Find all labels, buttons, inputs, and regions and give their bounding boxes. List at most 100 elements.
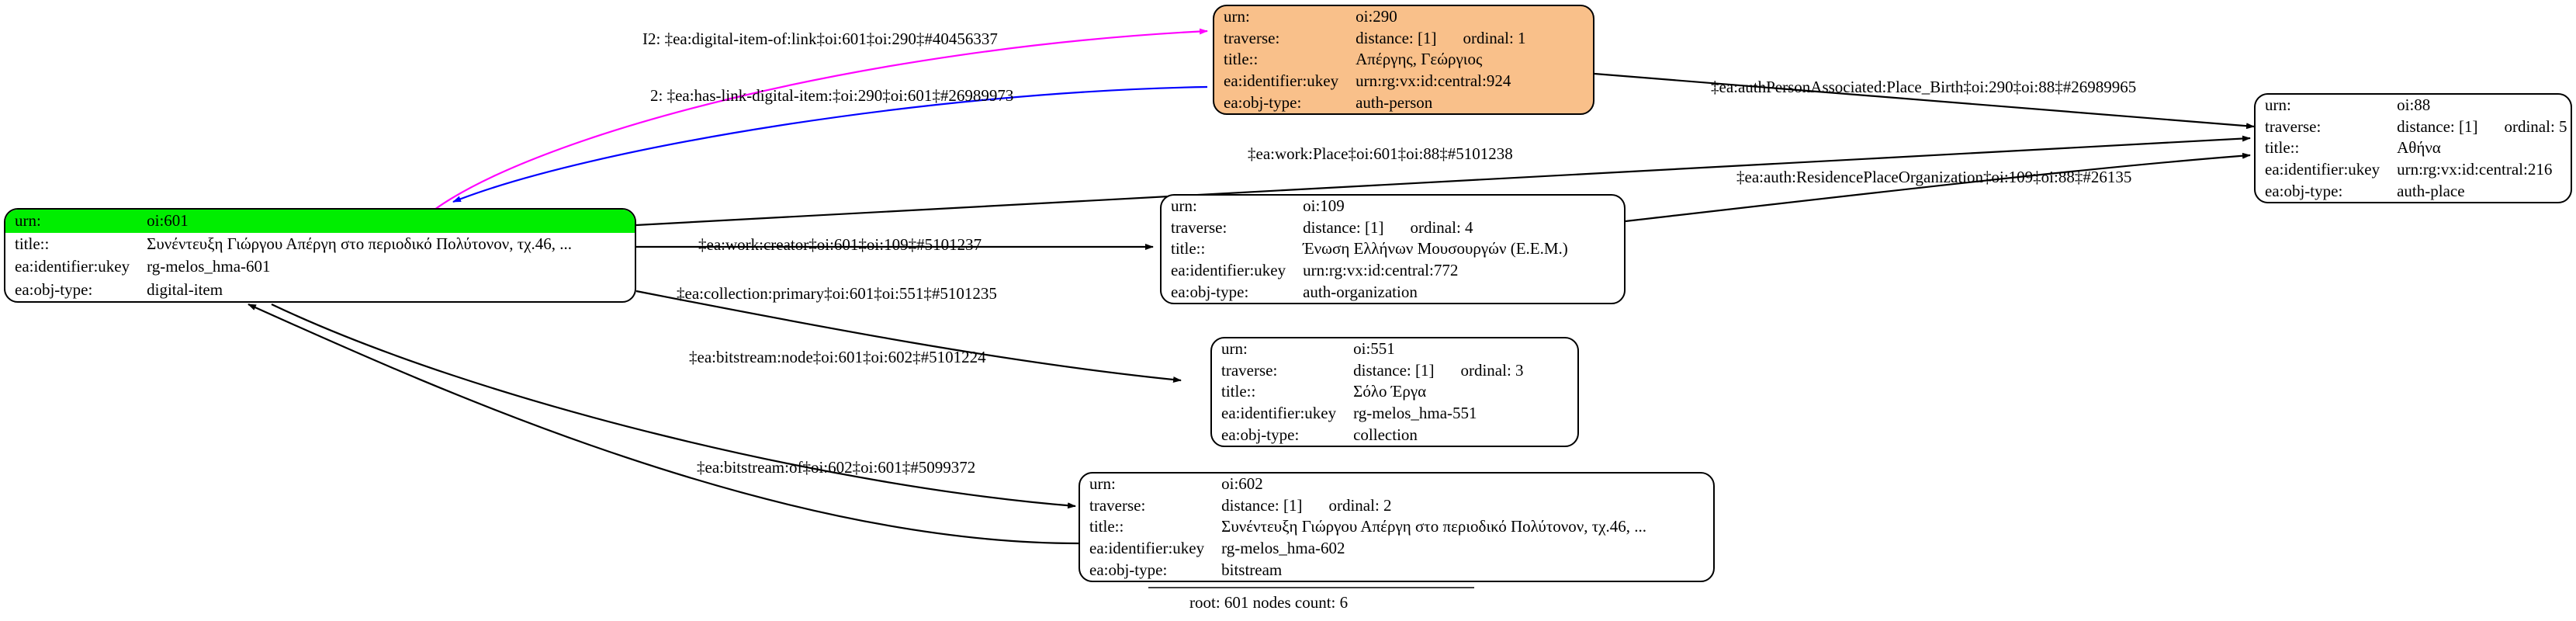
field-label-traverse: traverse: (1221, 360, 1278, 380)
field-value-urn: oi:290 (1356, 7, 1397, 26)
field-value-title: Σόλο Έργα (1353, 382, 1427, 401)
edge-label-auth-residence-place-org: ‡ea:auth:ResidencePlaceOrganization‡oi:1… (1736, 168, 2132, 186)
traverse-ordinal: ordinal: 4 (1410, 217, 1473, 237)
field-label-urn: urn: (1221, 339, 1248, 359)
edge-label-bitstream-node: ‡ea:bitstream:node‡oi:601‡oi:602‡#510122… (689, 348, 986, 366)
field-value-ukey: urn:rg:vx:id:central:772 (1303, 261, 1459, 280)
field-value-urn: oi:109 (1303, 196, 1345, 216)
node-oi109-row-title: title:: Ένωση Ελλήνων Μουσουργών (Ε.Ε.Μ.… (1162, 238, 1624, 260)
field-value-title: Συνέντευξη Γιώργου Απέργη στο περιοδικό … (147, 234, 573, 253)
edge-path-digital-item-of (434, 28, 1208, 210)
edge-label-work-place: ‡ea:work:Place‡oi:601‡oi:88‡#5101238 (1248, 144, 1513, 163)
field-label-ukey: ea:identifier:ukey (15, 257, 130, 276)
node-oi602-row-urn: urn: oi:602 (1080, 474, 1713, 495)
field-value-title: Απέργης, Γεώργιος (1356, 50, 1483, 69)
field-label-title: title:: (1089, 517, 1124, 536)
node-oi290-fields: urn: oi:290 traverse: distance: [1]ordin… (1214, 6, 1593, 113)
node-oi602-row-objtype: ea:obj-type: bitstream (1080, 559, 1713, 581)
field-value-traverse: distance: [1]ordinal: 3 (1353, 360, 1577, 382)
field-label-ukey: ea:identifier:ukey (2265, 160, 2380, 179)
field-label-urn: urn: (1224, 7, 1250, 26)
field-label-title: title:: (2265, 138, 2300, 158)
node-oi290-row-traverse: traverse: distance: [1]ordinal: 1 (1214, 28, 1593, 50)
field-label-objtype: ea:obj-type: (1221, 425, 1300, 444)
node-oi602[interactable]: urn: oi:602 traverse: distance: [1]ordin… (1079, 472, 1715, 582)
traverse-ordinal: ordinal: 1 (1463, 28, 1526, 47)
edge-label-bitstream-of: ‡ea:bitstream:of‡oi:602‡oi:601‡#5099372 (697, 458, 976, 477)
edge-path-bitstream-of (248, 303, 1079, 545)
node-oi551-row-title: title:: Σόλο Έργα (1212, 381, 1577, 403)
traverse-distance: distance: [1] (1303, 217, 1384, 237)
node-oi601-row-objtype: ea:obj-type: digital-item (5, 279, 635, 302)
field-value-urn: oi:602 (1221, 474, 1263, 494)
field-value-urn: oi:601 (147, 210, 635, 233)
node-oi88-row-urn: urn: oi:88 (2256, 95, 2571, 116)
node-oi88-fields: urn: oi:88 traverse: distance: [1]ordina… (2256, 95, 2571, 202)
edge-label-digital-item-of: I2: ‡ea:digital-item-of:link‡oi:601‡oi:2… (642, 29, 998, 48)
field-label-title: title:: (1221, 382, 1256, 401)
node-oi290-row-title: title:: Απέργης, Γεώργιος (1214, 49, 1593, 71)
node-oi109[interactable]: urn: oi:109 traverse: distance: [1] ordin… (1160, 194, 1626, 304)
node-oi602-row-title: title:: Συνέντευξη Γιώργου Απέργη στο πε… (1080, 516, 1713, 538)
node-oi551[interactable]: urn: oi:551 traverse: distance: [1]ordin… (1210, 337, 1579, 447)
edge-label-authperson-place-birth: ‡ea:authPersonAssociated:Place_Birth‡oi:… (1711, 78, 2137, 96)
field-value-title: Αθήνα (2397, 138, 2441, 158)
node-oi601-row-title: title:: Συνέντευξη Γιώργου Απέργη στο πε… (5, 233, 635, 256)
node-oi551-fields: urn: oi:551 traverse: distance: [1]ordin… (1212, 338, 1577, 446)
node-oi290-row-urn: urn: oi:290 (1214, 6, 1593, 28)
field-label-ukey: ea:identifier:ukey (1224, 71, 1339, 91)
traverse-distance: distance: [1] (1356, 28, 1437, 47)
edge-path-has-link-digital-item (452, 85, 1208, 203)
field-value-objtype: auth-place (2397, 181, 2465, 200)
field-value-objtype: auth-person (1356, 92, 1433, 112)
node-oi88-row-title: title:: Αθήνα (2256, 137, 2571, 159)
traverse-distance: distance: [1] (1221, 495, 1303, 515)
node-oi551-row-objtype: ea:obj-type: collection (1212, 424, 1577, 446)
field-label-urn: urn: (2265, 95, 2291, 115)
node-oi601-row-urn: urn: oi:601 (5, 210, 635, 233)
node-oi602-row-ukey: ea:identifier:ukey rg-melos_hma-602 (1080, 538, 1713, 560)
node-oi602-fields: urn: oi:602 traverse: distance: [1]ordin… (1080, 474, 1713, 581)
node-oi551-row-ukey: ea:identifier:ukey rg-melos_hma-551 (1212, 403, 1577, 425)
field-label-urn: urn: (5, 210, 147, 233)
node-oi290[interactable]: urn: oi:290 traverse: distance: [1]ordin… (1213, 5, 1594, 115)
node-oi601-fields: urn: oi:601 title:: Συνέντευξη Γιώργου Α… (5, 210, 635, 301)
edge-path-auth-residence-place-org (1625, 152, 2251, 223)
edge-label-collection-primary: ‡ea:collection:primary‡oi:601‡oi:551‡#51… (677, 284, 997, 303)
field-value-traverse: distance: [1] ordinal: 2 (1221, 495, 1713, 517)
field-value-ukey: rg-melos_hma-551 (1353, 404, 1477, 423)
graph-caption: root: 601 nodes count: 6 (1189, 593, 1349, 612)
field-value-ukey: rg-melos_hma-602 (1221, 539, 1345, 558)
field-label-objtype: ea:obj-type: (1224, 92, 1302, 112)
field-label-objtype: ea:obj-type: (2265, 181, 2343, 200)
field-label-ukey: ea:identifier:ukey (1089, 539, 1205, 558)
edge-path-authperson-place-birth (1594, 72, 2255, 130)
node-oi109-row-traverse: traverse: distance: [1] ordinal: 4 (1162, 217, 1624, 239)
field-value-ukey: urn:rg:vx:id:central:216 (2397, 160, 2553, 179)
node-oi88[interactable]: urn: oi:88 traverse: distance: [1]ordina… (2254, 93, 2572, 203)
field-label-title: title:: (15, 234, 50, 253)
traverse-ordinal: ordinal: 5 (2504, 116, 2567, 136)
field-label-title: title:: (1224, 50, 1259, 69)
field-value-ukey: urn:rg:vx:id:central:924 (1356, 71, 1511, 91)
field-label-ukey: ea:identifier:ukey (1221, 404, 1337, 423)
field-value-objtype: digital-item (147, 279, 223, 299)
field-value-objtype: auth-organization (1303, 282, 1418, 301)
edge-path-collection-primary (635, 290, 1182, 383)
field-value-title: Ένωση Ελλήνων Μουσουργών (Ε.Ε.Μ.) (1303, 239, 1568, 258)
field-label-traverse: traverse: (1171, 217, 1227, 237)
field-value-urn: oi:551 (1353, 339, 1395, 359)
node-oi109-row-urn: urn: oi:109 (1162, 196, 1624, 217)
traverse-ordinal: ordinal: 3 (1460, 360, 1524, 380)
field-value-traverse: distance: [1] ordinal: 1 (1356, 28, 1593, 50)
field-value-objtype: collection (1353, 425, 1418, 444)
field-label-urn: urn: (1089, 474, 1116, 494)
node-oi602-row-traverse: traverse: distance: [1]ordinal: 2 (1080, 495, 1713, 517)
traverse-ordinal: ordinal: 2 (1328, 495, 1392, 515)
field-label-traverse: traverse: (2265, 116, 2322, 136)
field-value-traverse: distance: [1] ordinal: 4 (1303, 217, 1624, 239)
node-oi290-row-ukey: ea:identifier:ukey urn:rg:vx:id:central:… (1214, 71, 1593, 92)
field-label-urn: urn: (1171, 196, 1197, 216)
node-oi601[interactable]: urn: oi:601 title:: Συνέντευξη Γιώργου Α… (4, 208, 636, 303)
